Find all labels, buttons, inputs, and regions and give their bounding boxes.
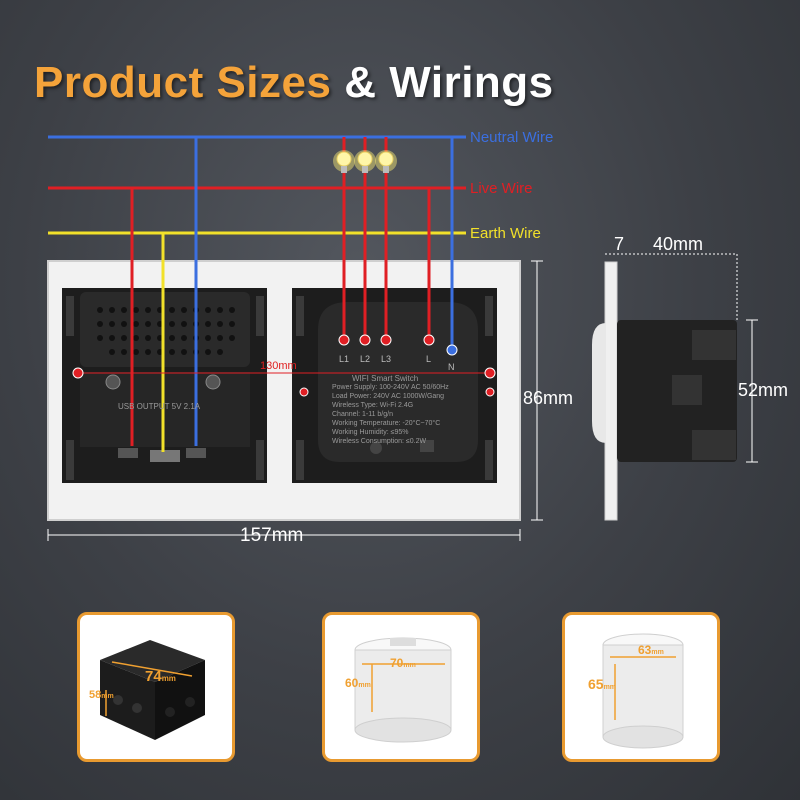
switch-spec-6: Working Humidity: ≤95% [332,429,409,436]
side-depth-dim: 40mm [653,234,704,254]
box1-width: 74mm [145,668,176,685]
bulb-icon [375,150,397,173]
switch-name: WIFI Smart Switch [352,374,419,383]
terminal-l: L [426,354,432,364]
box2-width: 70mm [390,656,416,670]
switch-spec-3: Wireless Type: Wi-Fi 2.4G [332,402,414,409]
live-wire-label: Live Wire [470,180,533,197]
module-spacing-dim: 130mm [260,360,297,372]
neutral-wire-label: Neutral Wire [470,129,554,146]
bulb-icon [354,150,376,173]
switch-spec-4: Channel: 1-11 b/g/n [332,411,393,418]
box-card-square [77,612,235,762]
switch-spec-7: Wireless Consumption: ≤0.2W [332,438,427,445]
side-height-dim: 52mm [738,380,789,400]
title-part-1: Product Sizes [34,58,332,107]
socket-module [62,288,267,483]
socket-output-label: USB OUTPUT 5V 2.1A [118,402,201,411]
switch-spec-2: Load Power: 240V AC 1000W/Gang [332,393,445,400]
box1-height: 58mm [89,689,114,701]
box-card-round-deep [562,612,720,762]
switch-spec-5: Working Temperature: -20°C~70°C [332,420,441,427]
terminal-l2: L2 [360,354,371,364]
title-part-2: & Wirings [344,58,554,107]
earth-wire-label: Earth Wire [470,225,541,242]
terminal-l3: L3 [381,354,392,364]
width-dim: 157mm [240,525,304,546]
page-title: Product Sizes & Wirings [34,58,554,108]
terminal-l1: L1 [339,354,350,364]
side-view [592,261,737,521]
box2-height: 60mm [345,676,371,690]
terminal-n: N [448,362,455,372]
bulb-icon [333,150,355,173]
switch-spec-1: Power Supply: 100-240V AC 50/60Hz [332,384,449,391]
box3-width: 63mm [638,643,664,657]
height-dim: 86mm [523,388,574,408]
side-front-dim: 7 [614,234,625,254]
box3-height: 65mm [588,676,617,692]
